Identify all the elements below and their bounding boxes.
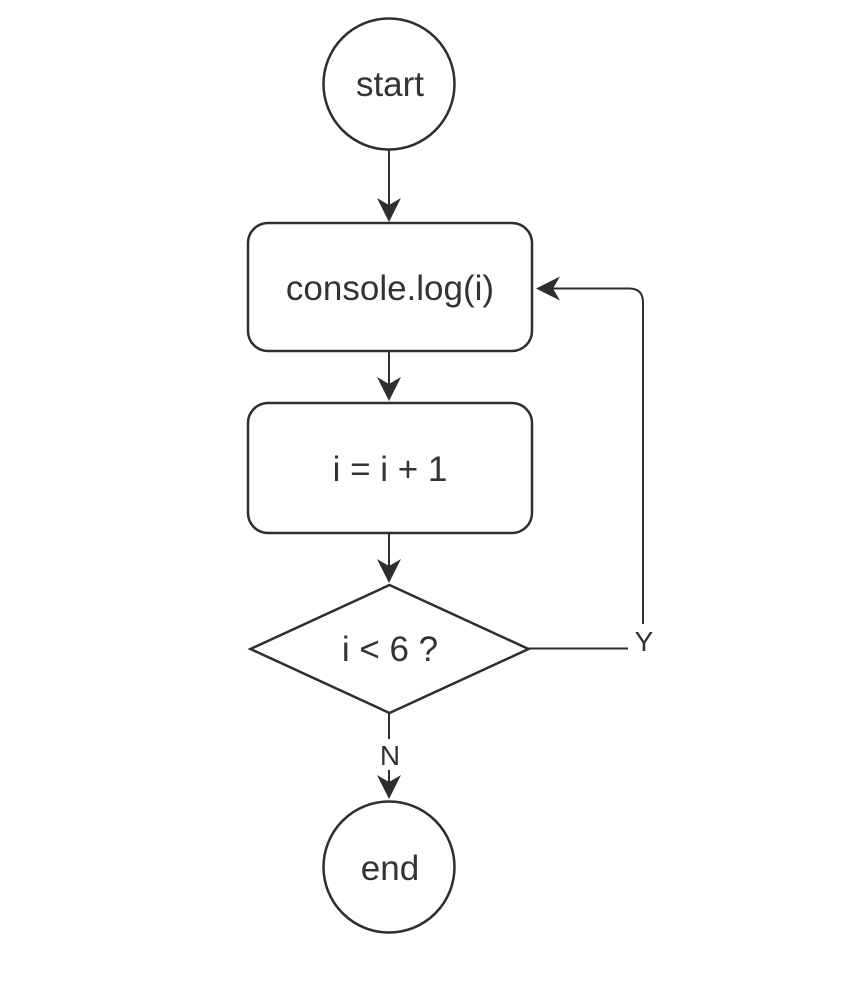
node-condition: i < 6 ? bbox=[247, 583, 532, 715]
arrow-down-icon bbox=[377, 775, 401, 799]
edge-label-yes: Y bbox=[635, 626, 654, 657]
condition-label: i < 6 ? bbox=[342, 630, 438, 669]
edge-label-background bbox=[373, 739, 405, 770]
start-circle-shape bbox=[322, 17, 456, 151]
edge-line bbox=[528, 287, 644, 650]
log-process-shape bbox=[246, 221, 534, 353]
arrow-down-icon bbox=[377, 377, 401, 401]
edge-log-to-increment bbox=[377, 351, 401, 401]
edge-condition-to-log-yes: Y bbox=[528, 276, 662, 662]
node-end: end bbox=[322, 800, 456, 934]
node-start: start bbox=[322, 17, 456, 151]
arrow-down-icon bbox=[377, 559, 401, 583]
edge-condition-to-end-no: N bbox=[373, 713, 405, 799]
increment-process-shape bbox=[246, 401, 534, 535]
edge-start-to-log bbox=[377, 149, 401, 222]
arrow-down-icon bbox=[377, 198, 401, 222]
start-label: start bbox=[356, 65, 424, 104]
node-log: console.log(i) bbox=[246, 221, 534, 353]
edge-label-no: N bbox=[380, 740, 400, 771]
edge-increment-to-condition bbox=[377, 534, 401, 583]
log-label: console.log(i) bbox=[286, 269, 494, 308]
arrow-left-icon bbox=[536, 276, 560, 301]
end-circle-shape bbox=[322, 800, 456, 934]
node-increment: i = i + 1 bbox=[246, 401, 534, 535]
edge-label-background bbox=[628, 624, 662, 662]
increment-label: i = i + 1 bbox=[333, 450, 448, 489]
condition-diamond-shape bbox=[247, 583, 532, 715]
end-label: end bbox=[361, 849, 419, 888]
